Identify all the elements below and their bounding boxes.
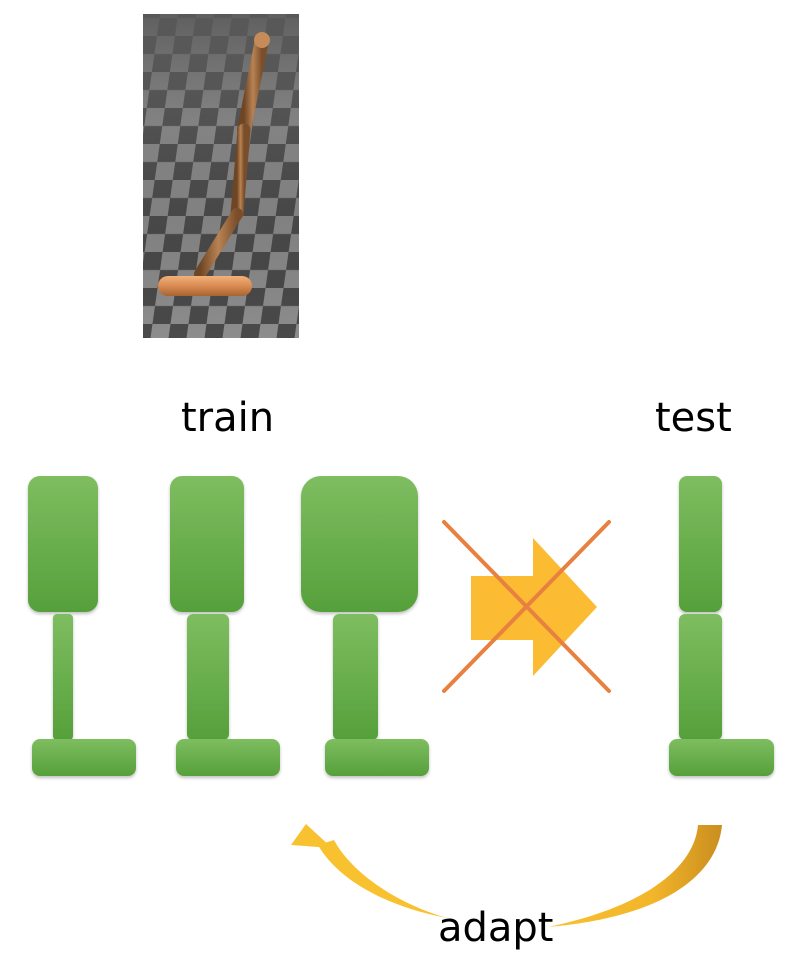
torso (301, 476, 418, 612)
torso (170, 476, 244, 612)
foot (325, 739, 429, 776)
adapt-label: adapt (438, 905, 554, 951)
train-morphology-1 (28, 476, 136, 776)
foot (669, 739, 774, 776)
torso (679, 476, 722, 612)
hopper-robot (158, 32, 270, 296)
leg (679, 614, 722, 740)
curved-adapt-arrow-icon (291, 824, 722, 927)
train-label: train (181, 395, 275, 441)
test-label: test (655, 395, 732, 441)
foot (32, 739, 136, 776)
torso (28, 476, 98, 612)
leg (187, 614, 229, 740)
train-morphology-2 (170, 476, 280, 776)
test-morphology (669, 476, 774, 776)
crossed-out-arrow-icon (442, 520, 611, 693)
foot (176, 739, 280, 776)
leg (333, 614, 378, 740)
train-morphology-3 (301, 476, 429, 776)
leg (53, 614, 73, 740)
